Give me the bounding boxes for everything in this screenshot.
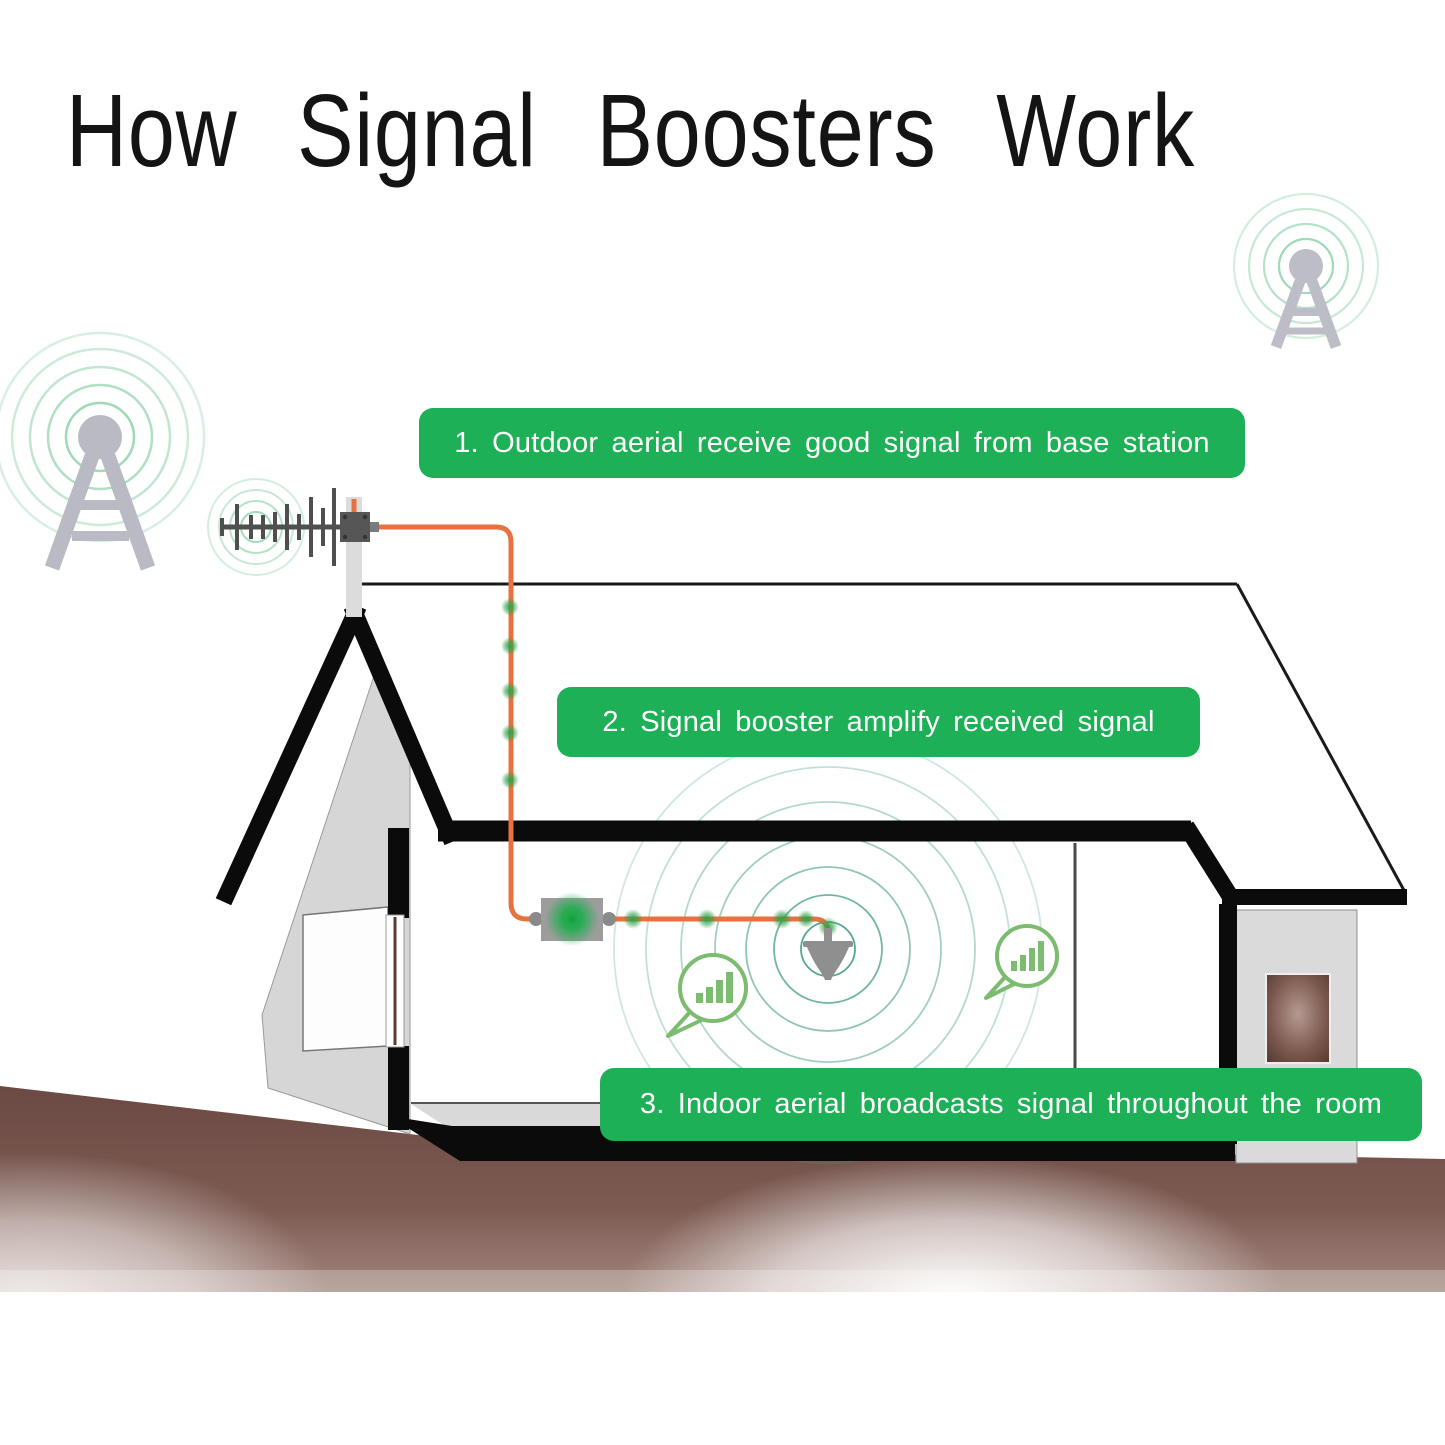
step-1-banner: 1. Outdoor aerial receive good signal fr… bbox=[419, 408, 1245, 478]
page-title: How Signal Boosters Work bbox=[66, 73, 1196, 188]
step-2-banner: 2. Signal booster amplify received signa… bbox=[557, 687, 1200, 757]
gable-corner-post-bottom bbox=[388, 1046, 409, 1130]
yagi-antenna-icon bbox=[220, 488, 342, 566]
signal-waves-icon bbox=[1232, 192, 1380, 340]
indoor-ceiling-antenna-icon bbox=[803, 928, 853, 980]
step-1-label: 1. Outdoor aerial receive good signal fr… bbox=[454, 426, 1210, 459]
gable-corner-post-top bbox=[388, 828, 409, 918]
antenna-mount bbox=[340, 512, 379, 542]
step-3-banner: 3. Indoor aerial broadcasts signal throu… bbox=[600, 1068, 1422, 1141]
gable-roof-outline bbox=[215, 602, 461, 906]
signal-bars-bubble-icon bbox=[666, 953, 748, 1038]
step-2-label: 2. Signal booster amplify received signa… bbox=[602, 705, 1155, 738]
ground bbox=[0, 1086, 1445, 1445]
eave-hip bbox=[1178, 821, 1238, 901]
signal-booster-icon bbox=[529, 892, 616, 946]
signal-bars-bubble-icon bbox=[984, 924, 1059, 1000]
gable-window bbox=[302, 906, 389, 1052]
roof-right-edge bbox=[1235, 583, 1408, 895]
cell-tower-icon bbox=[44, 415, 156, 571]
step-3-label: 3. Indoor aerial broadcasts signal throu… bbox=[639, 1088, 1383, 1120]
right-wing-window bbox=[1265, 973, 1331, 1064]
gable-wing bbox=[215, 602, 461, 1135]
signal-waves-icon bbox=[0, 331, 206, 543]
cable-signal-dots bbox=[501, 598, 838, 937]
cell-tower-icon bbox=[1270, 249, 1342, 349]
